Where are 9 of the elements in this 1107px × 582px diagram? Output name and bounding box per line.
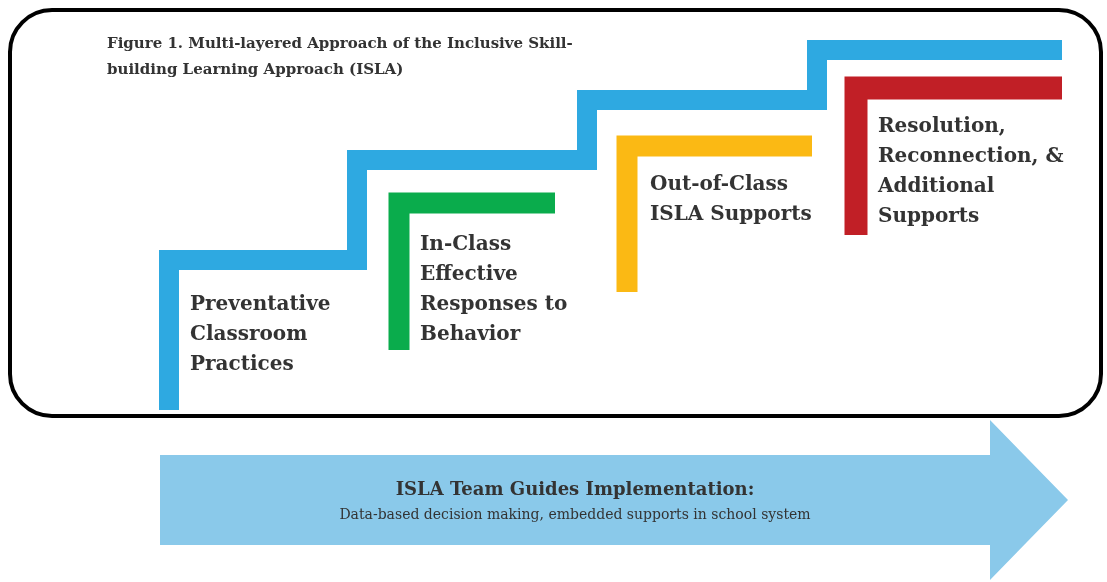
figure-frame — [8, 8, 1103, 418]
step-label: Out-of-Class ISLA Supports — [650, 168, 820, 228]
arrow-heading: ISLA Team Guides Implementation: — [394, 478, 756, 499]
arrow-subtext: Data-based decision making, embedded supports in school system — [338, 506, 812, 522]
step-label: In-Class Effective Responses to Behavior — [420, 228, 595, 348]
implementation-arrow — [160, 420, 1070, 580]
figure-title: Figure 1. Multi-layered Approach of the Inclusive Skill-building Learning Approach (ISLA) — [107, 33, 574, 80]
step-label: Resolution, Reconnection, & Additional Supports — [878, 110, 1078, 230]
step-label: Preventative Classroom Practices — [190, 288, 370, 378]
